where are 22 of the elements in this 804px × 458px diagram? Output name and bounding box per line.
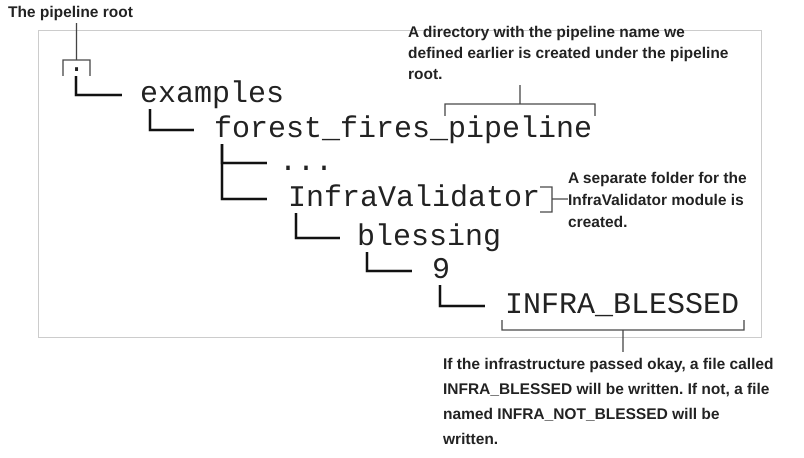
- leader-line: [539, 186, 569, 213]
- callout-text: A separate folder for the InfraValidator module is created.: [568, 168, 764, 234]
- leader-line: [444, 84, 596, 117]
- tree-branch-line: [220, 144, 267, 200]
- callout-text: A directory with the pipeline name we defined earlier is created under the pipeline root.: [408, 22, 743, 85]
- tree-branch-line: [148, 109, 194, 132]
- file-name: INFRA_BLESSED: [485, 292, 740, 320]
- leader-line: [501, 319, 745, 353]
- ellipsis-text: ...: [267, 149, 334, 177]
- directory-name: forest_fires_pipeline: [194, 116, 592, 144]
- directory-name: .: [63, 60, 90, 76]
- tree-branch-line: [366, 252, 412, 272]
- tree-branch-line: [74, 76, 122, 96]
- directory-name: InfraValidator: [267, 185, 540, 213]
- leader-line: [62, 22, 91, 77]
- directory-name: 9: [412, 257, 450, 285]
- tree-branch-line: [294, 213, 340, 240]
- tree-branch-line: [438, 285, 485, 308]
- directory-name: examples: [122, 81, 284, 109]
- callout-text: The pipeline root: [8, 3, 208, 23]
- directory-name: blessing: [340, 224, 502, 252]
- callout-text: If the infrastructure passed okay, a file called INFRA_BLESSED will be written. If not, a file named INFRA_NOT_BLESSED will be written.: [443, 352, 778, 452]
